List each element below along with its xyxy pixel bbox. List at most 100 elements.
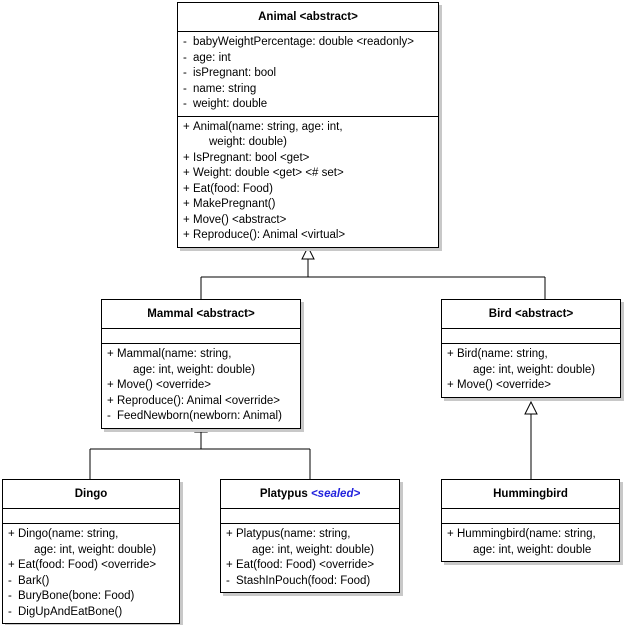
visibility-marker: - bbox=[183, 82, 187, 95]
visibility-marker: + bbox=[8, 528, 15, 540]
member-text: Reproduce(): Animal <virtual> bbox=[193, 229, 346, 241]
member-text-continued: age: int, weight: double bbox=[473, 543, 592, 556]
visibility-marker: + bbox=[183, 182, 190, 195]
visibility-marker: + bbox=[107, 379, 114, 391]
member-text: Bark() bbox=[18, 574, 50, 587]
generalization-mammal bbox=[89, 418, 311, 479]
member-text: age: int bbox=[193, 51, 231, 64]
operations-compartment-animal: + Animal(name: string, age: int, weight: d… bbox=[178, 117, 438, 247]
member-text: StashInPouch(food: Food) bbox=[236, 574, 371, 587]
class-stereotype-platypus: <sealed> bbox=[310, 488, 361, 500]
member-text: IsPregnant: bool <get> bbox=[193, 151, 310, 164]
member-text: BuryBone(bone: Food) bbox=[18, 590, 135, 602]
member-text: MakePregnant() bbox=[193, 198, 276, 210]
visibility-marker: + bbox=[447, 348, 454, 360]
uml-member: -name: string bbox=[178, 82, 438, 98]
member-text: isPregnant: bool bbox=[193, 67, 277, 79]
uml-member: +Eat(food: Food) <override> bbox=[3, 558, 179, 574]
uml-member: -DigUpAndEatBone() bbox=[3, 605, 179, 621]
member-text: Weight: double <get> <# set> bbox=[193, 167, 344, 179]
member-text: Move() <override> bbox=[457, 379, 551, 391]
member-text: Move() <abstract> bbox=[193, 213, 287, 226]
class-title-mammal: Mammal <abstract> bbox=[102, 300, 300, 329]
visibility-marker: - bbox=[183, 67, 187, 79]
member-text: Hummingbird(name: string, bbox=[457, 528, 596, 540]
class-title-bird: Bird <abstract> bbox=[442, 300, 620, 329]
class-title-dingo: Dingo bbox=[3, 480, 179, 509]
uml-member: +Eat(food: Food) bbox=[178, 182, 438, 198]
visibility-marker: + bbox=[226, 559, 233, 571]
visibility-marker: + bbox=[183, 213, 190, 226]
uml-member: +IsPregnant: bool <get> bbox=[178, 151, 438, 167]
uml-member: +Weight: double <get> <# set> bbox=[178, 166, 438, 182]
uml-member: +Move() <override> bbox=[442, 378, 620, 394]
member-text: Move() <override> bbox=[117, 379, 211, 391]
uml-member: +Eat(food: Food) <override> bbox=[221, 558, 399, 574]
visibility-marker: + bbox=[183, 229, 190, 241]
member-text: Bird(name: string, bbox=[457, 348, 548, 360]
uml-member: -age: int bbox=[178, 51, 438, 67]
operations-compartment-hummingbird: +Hummingbird(name: string,age: int, weig… bbox=[442, 524, 619, 561]
class-box-bird[interactable]: Bird <abstract> +Bird(name: string,age: … bbox=[441, 299, 621, 398]
generalization-animal bbox=[200, 245, 546, 299]
attributes-compartment-mammal bbox=[102, 329, 300, 344]
member-text: Animal(name: string, age: int, bbox=[193, 120, 343, 133]
member-text-continued: age: int, weight: double) bbox=[34, 543, 157, 556]
uml-member: +Animal(name: string, age: int,weight: d… bbox=[178, 120, 438, 151]
visibility-marker: - bbox=[8, 605, 12, 618]
class-name-bird: Bird bbox=[488, 308, 512, 320]
class-box-hummingbird[interactable]: Hummingbird +Hummingbird(name: string,ag… bbox=[441, 479, 620, 562]
visibility-marker: + bbox=[183, 167, 190, 179]
class-box-platypus[interactable]: Platypus <sealed> +Platypus(name: string… bbox=[220, 479, 400, 593]
operations-compartment-bird: +Bird(name: string,age: int, weight: dou… bbox=[442, 344, 620, 397]
uml-member: -BuryBone(bone: Food) bbox=[3, 589, 179, 605]
class-title-animal: Animal <abstract> bbox=[178, 3, 438, 32]
visibility-marker: + bbox=[447, 379, 454, 391]
uml-member: -babyWeightPercentage: double <readonly> bbox=[178, 35, 438, 51]
visibility-marker: - bbox=[183, 98, 187, 110]
uml-member: +Move() <abstract> bbox=[178, 213, 438, 229]
uml-member: +Platypus(name: string,age: int, weight:… bbox=[221, 527, 399, 558]
uml-member: +Hummingbird(name: string,age: int, weig… bbox=[442, 527, 619, 558]
member-text: Eat(food: Food) bbox=[193, 182, 273, 195]
class-name-dingo: Dingo bbox=[74, 488, 108, 500]
visibility-marker: - bbox=[183, 36, 187, 48]
member-text: name: string bbox=[193, 82, 257, 95]
member-text-continued: weight: double) bbox=[209, 136, 287, 148]
member-text: Eat(food: Food) <override> bbox=[18, 559, 157, 571]
uml-member: +Mammal(name: string,age: int, weight: d… bbox=[102, 347, 300, 378]
attributes-compartment-platypus bbox=[221, 509, 399, 524]
uml-member: -StashInPouch(food: Food) bbox=[221, 574, 399, 590]
class-box-animal[interactable]: Animal <abstract> -babyWeightPercentage:… bbox=[177, 2, 439, 248]
operations-compartment-mammal: +Mammal(name: string,age: int, weight: d… bbox=[102, 344, 300, 428]
member-text: Reproduce(): Animal <override> bbox=[117, 394, 280, 407]
inheritance-triangle-bird bbox=[524, 400, 538, 415]
member-text-continued: age: int, weight: double) bbox=[252, 543, 375, 556]
class-box-mammal[interactable]: Mammal <abstract> +Mammal(name: string,a… bbox=[101, 299, 301, 429]
visibility-marker: - bbox=[226, 574, 230, 587]
class-name-hummingbird: Hummingbird bbox=[493, 488, 568, 500]
class-box-dingo[interactable]: Dingo +Dingo(name: string,age: int, weig… bbox=[2, 479, 180, 624]
uml-member: -FeedNewborn(newborn: Animal) bbox=[102, 409, 300, 425]
visibility-marker: + bbox=[107, 348, 114, 360]
member-text: Dingo(name: string, bbox=[18, 528, 119, 540]
class-name-platypus: Platypus bbox=[259, 488, 308, 500]
class-name-animal: Animal bbox=[258, 11, 297, 23]
uml-member: +Bird(name: string,age: int, weight: dou… bbox=[442, 347, 620, 378]
uml-member: +Dingo(name: string, age: int, weight: do… bbox=[3, 527, 179, 558]
uml-member: -Bark() bbox=[3, 574, 179, 590]
visibility-marker: + bbox=[8, 559, 15, 571]
uml-member: -weight: double bbox=[178, 97, 438, 113]
attributes-compartment-animal: -babyWeightPercentage: double <readonly>… bbox=[178, 32, 438, 117]
visibility-marker: + bbox=[183, 198, 190, 210]
class-stereotype-bird: <abstract> bbox=[515, 308, 574, 320]
attributes-compartment-bird bbox=[442, 329, 620, 344]
uml-member: +MakePregnant() bbox=[178, 197, 438, 213]
member-text-continued: age: int, weight: double) bbox=[133, 363, 256, 376]
visibility-marker: - bbox=[183, 51, 187, 64]
visibility-marker: + bbox=[226, 528, 233, 540]
class-title-hummingbird: Hummingbird bbox=[442, 480, 619, 509]
attributes-compartment-hummingbird bbox=[442, 509, 619, 524]
visibility-marker: - bbox=[107, 410, 111, 422]
